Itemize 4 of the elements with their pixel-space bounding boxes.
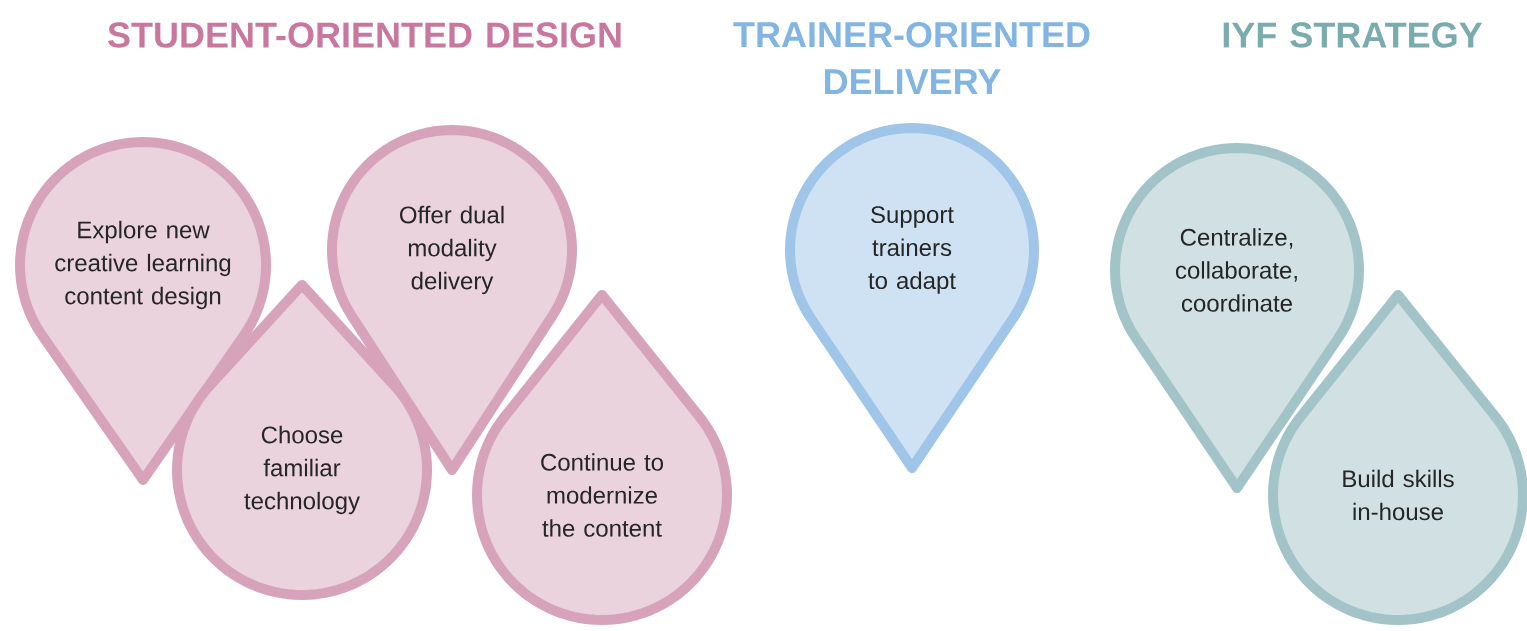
heading: IYF STRATEGY [1223,22,1483,48]
heading: TRAINER-ORIENTED DELIVERY [733,21,1090,95]
teardrop: Support trainers to adapt [785,123,1039,473]
heading: STUDENT-ORIENTED DESIGN [108,22,621,48]
